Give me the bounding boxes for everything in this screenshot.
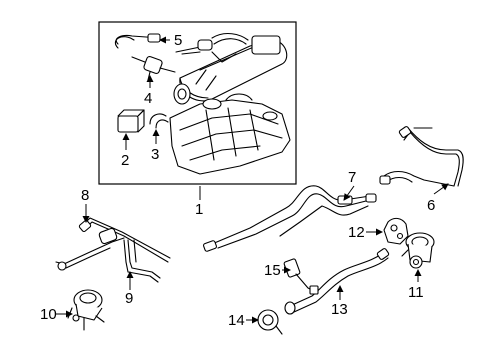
part-6-hose[interactable]: [379, 126, 464, 187]
callout-12: 12: [348, 224, 365, 241]
callout-15: 15: [264, 262, 281, 279]
part-4-valve[interactable]: [131, 55, 176, 81]
callout-13: 13: [331, 301, 348, 318]
part-10-regulator[interactable]: [67, 289, 105, 331]
callout-8: 8: [81, 187, 89, 204]
callout-5: 5: [174, 32, 182, 49]
part-15-sensor[interactable]: [283, 258, 319, 295]
callout-6: 6: [427, 197, 435, 214]
part-14-fitting[interactable]: [257, 309, 283, 335]
callout-9: 9: [125, 290, 133, 307]
vapor-canister[interactable]: [173, 35, 288, 105]
part-12-gasket[interactable]: [383, 217, 409, 245]
callout-3: 3: [151, 146, 159, 163]
callout-4: 4: [144, 90, 152, 107]
callout-7: 7: [348, 169, 356, 186]
part-3-hose[interactable]: [149, 113, 169, 129]
part-2-sensor[interactable]: [117, 109, 145, 133]
callout-1: 1: [195, 201, 203, 218]
callout-14: 14: [228, 312, 245, 329]
callout-11: 11: [408, 284, 424, 301]
part-8-tube-assembly[interactable]: [55, 217, 171, 271]
part-11-egr-valve[interactable]: [401, 232, 435, 269]
part-7-tubes[interactable]: [203, 185, 377, 252]
canister-housing[interactable]: [169, 93, 291, 175]
callout-10: 10: [40, 306, 57, 323]
canister-assembly-box: [98, 21, 297, 185]
leader-lines: [56, 36, 449, 324]
callout-2: 2: [121, 152, 129, 169]
